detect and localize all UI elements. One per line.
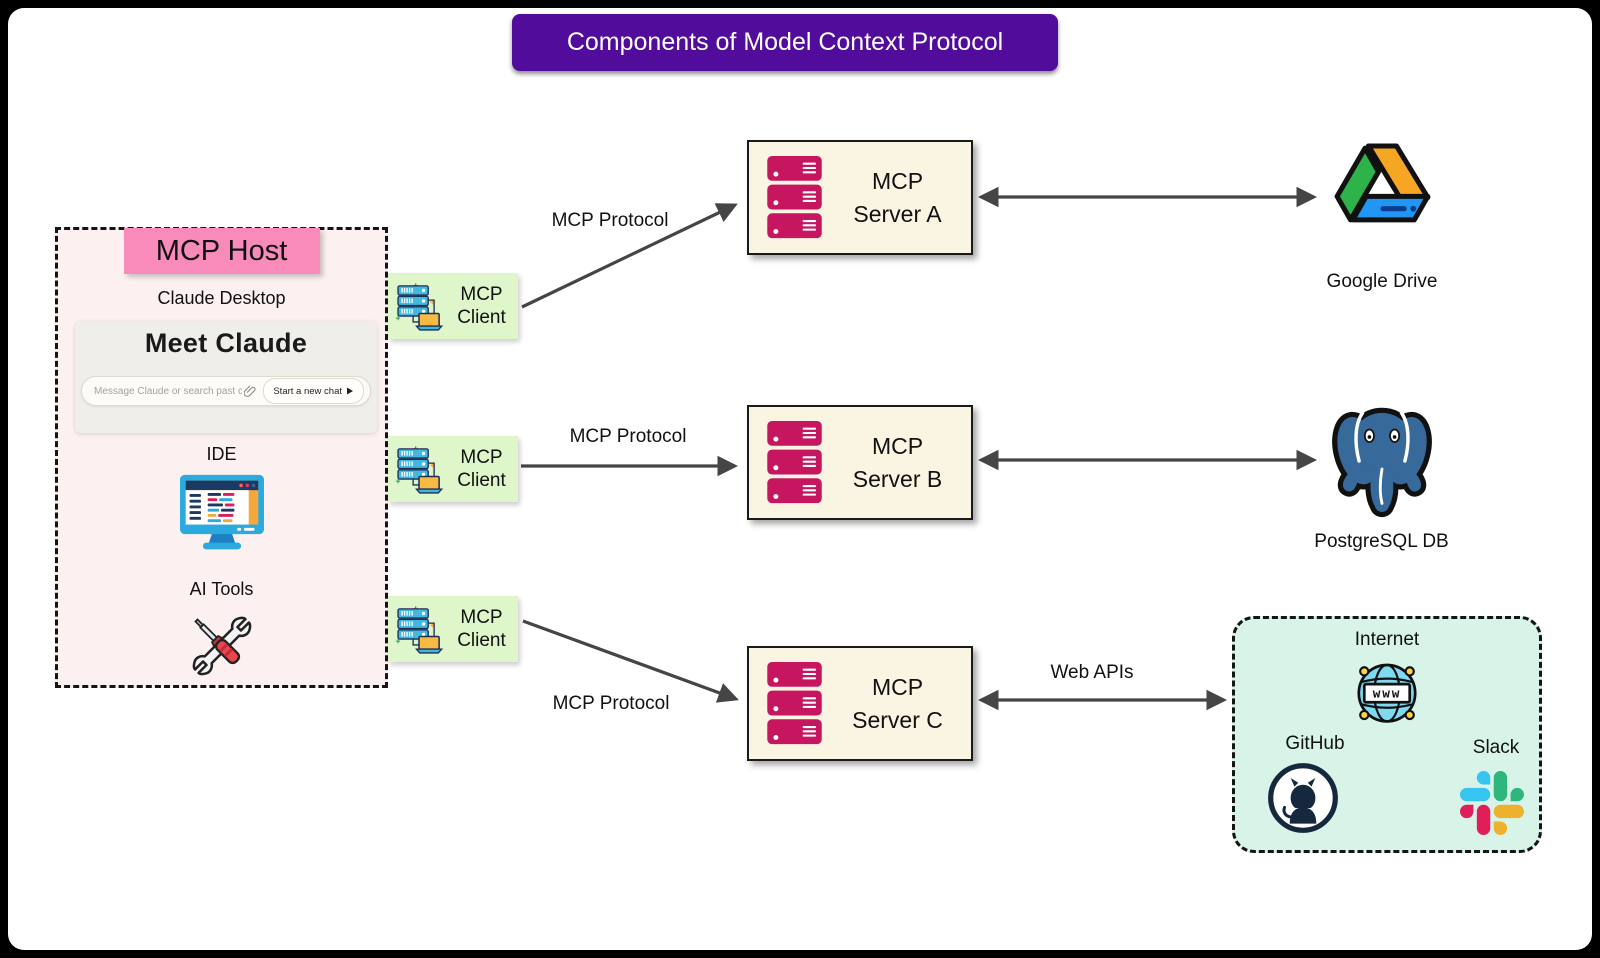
internet-label: Internet — [1354, 629, 1420, 650]
meet-claude-heading: Meet Claude — [144, 328, 308, 358]
start-new-chat-label: Start a new chat — [273, 385, 342, 397]
mcp-client-box-1: MCP Client — [388, 273, 518, 339]
google-drive-icon — [1334, 143, 1431, 223]
ai-tools-label: AI Tools — [189, 579, 254, 599]
mcp-server-label-line1: MCP — [871, 432, 924, 459]
external-services-box: Internet www GitHub — [1232, 616, 1542, 853]
google-drive-label: Google Drive — [1326, 271, 1438, 292]
github-label: GitHub — [1285, 733, 1345, 754]
claude-desktop-card: Meet Claude Message Claude or search pas… — [75, 321, 377, 433]
edge-label-mcp-protocol-bottom: MCP Protocol — [552, 693, 670, 714]
mcp-client-box-3: MCP Client — [388, 596, 518, 662]
mcp-client-label-line1: MCP — [460, 284, 503, 305]
mcp-server-label-line2: Server C — [852, 706, 943, 733]
mcp-client-label-line2: Client — [457, 307, 506, 328]
claude-desktop-label: Claude Desktop — [157, 288, 286, 308]
claude-message-input[interactable]: Message Claude or search past chats... S… — [81, 376, 371, 406]
chat-arrow-icon — [347, 387, 353, 395]
start-new-chat-button[interactable]: Start a new chat — [263, 378, 364, 404]
www-text: www — [1373, 686, 1401, 701]
mcp-server-c-box: MCP Server C — [747, 646, 973, 761]
page-title: Components of Model Context Protocol — [512, 14, 1058, 71]
mcp-server-label-line1: MCP — [871, 167, 924, 194]
mcp-server-label-line2: Server B — [852, 465, 943, 492]
postgresql-icon — [1332, 407, 1432, 518]
github-icon — [1268, 763, 1338, 833]
ai-tools-icon — [192, 616, 251, 676]
mcp-client-label-line2: Client — [457, 630, 506, 651]
arrow-client3-serverC — [522, 619, 739, 703]
mcp-client-label-line1: MCP — [460, 607, 503, 628]
paperclip-icon — [244, 385, 256, 397]
ide-label: IDE — [206, 444, 237, 464]
mcp-server-label-line2: Server A — [853, 200, 942, 227]
edge-label-mcp-protocol-top: MCP Protocol — [551, 210, 669, 231]
slack-icon — [1460, 771, 1524, 835]
mcp-server-a-box: MCP Server A — [747, 140, 973, 255]
claude-input-placeholder: Message Claude or search past chats... — [94, 385, 243, 397]
mcp-client-box-2: MCP Client — [388, 436, 518, 502]
server-stack-icon — [767, 420, 822, 503]
mcp-server-b-box: MCP Server B — [747, 405, 973, 520]
mcp-host-label: MCP Host — [123, 228, 320, 274]
edge-label-web-apis: Web APIs — [1050, 662, 1134, 683]
postgresql-label: PostgreSQL DB — [1314, 531, 1449, 552]
internet-globe-icon: www — [1357, 663, 1417, 723]
mcp-client-label-line1: MCP — [460, 447, 503, 468]
mcp-client-icon — [395, 283, 444, 331]
mcp-client-icon — [395, 446, 444, 494]
server-stack-icon — [767, 155, 822, 238]
slack-label: Slack — [1472, 737, 1520, 758]
mcp-client-label-line2: Client — [457, 470, 506, 491]
ide-icon — [179, 474, 264, 550]
mcp-server-label-line1: MCP — [871, 673, 924, 700]
server-stack-icon — [767, 661, 822, 744]
edge-label-mcp-protocol-middle: MCP Protocol — [569, 426, 687, 447]
mcp-host-box: MCP Host Claude Desktop Meet Claude Mess… — [55, 227, 388, 688]
mcp-client-icon — [395, 606, 444, 654]
